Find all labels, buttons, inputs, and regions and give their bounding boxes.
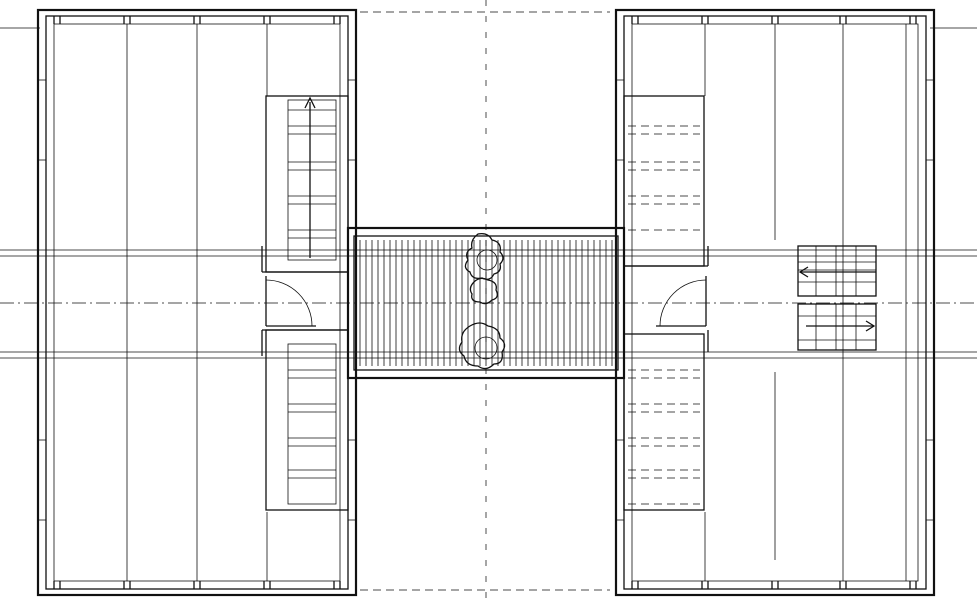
right-small-stair-upper bbox=[797, 245, 877, 297]
right-stair-upper bbox=[623, 95, 709, 267]
left-stair-lower bbox=[261, 329, 349, 511]
left-door-swing bbox=[265, 276, 316, 327]
right-small-stair-lower bbox=[797, 303, 877, 351]
right-stair-lower bbox=[623, 330, 709, 511]
right-door-swing bbox=[656, 276, 707, 327]
right-building-wing bbox=[614, 8, 936, 597]
tree-symbols bbox=[458, 232, 506, 370]
left-stair-upper bbox=[261, 95, 349, 273]
